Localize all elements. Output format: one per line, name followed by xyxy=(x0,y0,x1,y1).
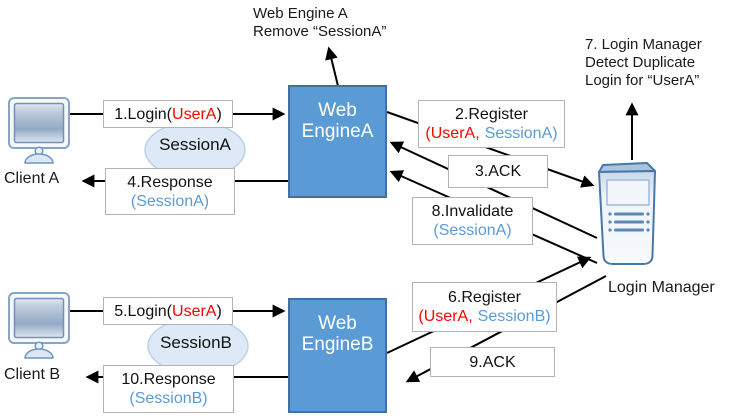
msg-invalidate: 8.Invalidate (SessionA) xyxy=(412,197,533,245)
msg-register-a-line1: 2.Register xyxy=(455,106,528,123)
msg-response-b-line1: 10.Response xyxy=(121,371,216,388)
msg-register-b: 6.Register (UserA,SessionB) xyxy=(412,282,557,332)
msg-ack-b-text: 9.ACK xyxy=(469,353,516,371)
msg-response-b-line2: (SessionB) xyxy=(129,390,208,407)
msg-register-b-line2: (UserA,SessionB) xyxy=(418,308,551,325)
web-engine-a-box: Web EngineA xyxy=(288,85,387,198)
web-engine-a-line1: Web xyxy=(318,100,357,121)
msg-response-a: 4.Response (SessionA) xyxy=(105,168,235,215)
arrow-ack-a xyxy=(389,141,598,239)
web-engine-a-line2: EngineA xyxy=(301,121,374,142)
session-b-label: SessionB xyxy=(160,333,232,352)
msg-register-b-line1: 6.Register xyxy=(448,289,521,306)
msg-response-a-line1: 4.Response xyxy=(127,173,213,191)
session-a-label: SessionA xyxy=(159,135,231,154)
note-login-manager-line2: Detect Duplicate xyxy=(585,54,696,71)
login-manager-label: Login Manager xyxy=(608,279,715,296)
note-login-manager: 7. Login Manager Detect Duplicate Login … xyxy=(585,36,702,90)
client-b-icon xyxy=(8,292,70,359)
msg-ack-a: 3.ACK xyxy=(448,155,548,188)
msg-login-b-text: 5.Login(UserA) xyxy=(114,302,222,320)
client-a-icon xyxy=(8,97,70,164)
web-engine-b-box: Web EngineB xyxy=(288,298,387,413)
note-engine-a-line2: Remove “SessionA” xyxy=(253,23,387,40)
msg-register-a: 2.Register (UserA,SessionA) xyxy=(418,100,565,148)
msg-login-a-text: 1.Login(UserA) xyxy=(114,105,222,123)
msg-response-b: 10.Response (SessionB) xyxy=(103,365,234,413)
web-engine-b-line1: Web xyxy=(318,313,357,334)
msg-ack-b: 9.ACK xyxy=(430,347,555,377)
client-a-label: Client A xyxy=(4,170,60,187)
msg-ack-a-text: 3.ACK xyxy=(474,163,522,180)
note-login-manager-line1: 7. Login Manager xyxy=(585,36,702,53)
login-manager-icon xyxy=(598,162,656,265)
client-b-label: Client B xyxy=(4,366,61,383)
note-engine-a: Web Engine A Remove “SessionA” xyxy=(253,5,386,41)
msg-register-a-line2: (UserA,SessionA) xyxy=(425,125,558,142)
msg-invalidate-line1: 8.Invalidate xyxy=(431,203,514,220)
note-login-manager-line3: Login for “UserA” xyxy=(585,72,700,89)
msg-login-b: 5.Login(UserA) xyxy=(103,297,233,325)
web-engine-b-line2: EngineB xyxy=(301,334,374,355)
msg-invalidate-line2: (SessionA) xyxy=(433,222,512,239)
msg-response-a-line2: (SessionA) xyxy=(130,192,210,210)
arrow-remove-session-a xyxy=(325,46,339,87)
msg-login-a: 1.Login(UserA) xyxy=(103,100,233,128)
note-engine-a-line1: Web Engine A xyxy=(253,5,348,22)
